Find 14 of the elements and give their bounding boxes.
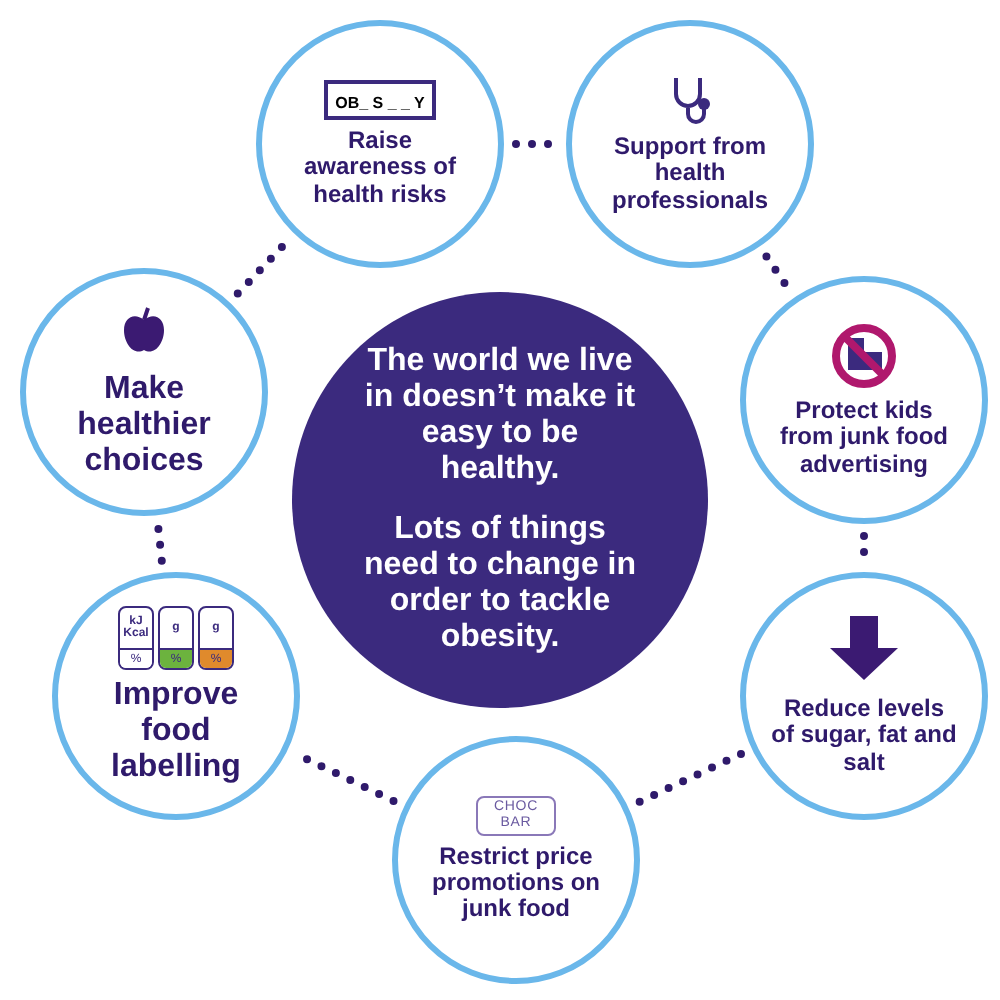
puzzle-text: OB_ S _ _ Y [335, 93, 425, 112]
topic-label: Reduce levels of sugar, fat and salt [770, 695, 958, 777]
topic-label: Improve food labelling [109, 678, 243, 786]
topic-label: Support from health professionals [609, 133, 771, 215]
topic-label: Raise awareness of health risks [301, 127, 459, 209]
central-message: The world we live in doesn’t make it easy to be healthy. [364, 344, 636, 488]
dotted-connector [233, 238, 291, 298]
topic-label: Protect kids from junk food advertising [778, 397, 950, 479]
dotted-connector [762, 252, 792, 292]
topic-label: Restrict price promotions on junk food [430, 843, 602, 924]
topic-label: Make healthier choices [75, 372, 213, 480]
dotted-connector [512, 140, 558, 148]
central-message: Lots of things need to change in order to tackle obesity. [364, 512, 636, 656]
dotted-connector [154, 523, 166, 565]
